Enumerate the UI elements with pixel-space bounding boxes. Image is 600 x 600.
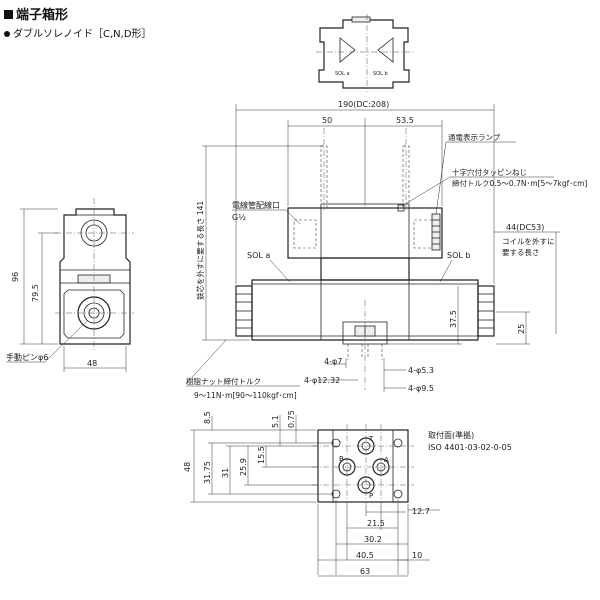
page-subtitle: ダブルソレノイド［C,N,D形］	[4, 25, 152, 40]
dim-48-base: 48	[183, 462, 192, 472]
top-view-notch-left	[339, 37, 356, 63]
sol-a-top-label: SOL a	[335, 71, 350, 77]
mounting-view: T B A P 取付面(準拠) ISO 4401-03-02-0-05 48 8…	[183, 410, 512, 577]
circle-bullet-icon	[4, 31, 10, 37]
side-view: 96 79.5 48 手動ピンφ6	[6, 198, 134, 372]
dim-31: 31	[221, 468, 230, 478]
dim-50: 50	[322, 116, 332, 125]
port-p-label: P	[369, 492, 373, 500]
solenoid-upper	[320, 257, 410, 281]
nut-torque-label-2: 9～11N･m[90～110kgf･cm]	[194, 391, 297, 400]
page-title: 端子箱形	[4, 4, 68, 23]
nut-torque-label-1: 樹脂ナット締付トルク	[186, 376, 261, 386]
dim-5-1: 5.1	[271, 415, 280, 428]
dim-21-5: 21.5	[367, 519, 385, 528]
coil-note-2: 要する長さ	[502, 248, 540, 257]
dim-0-75: 0.75	[287, 410, 296, 428]
core-remove-note: 鉄芯を外すに要する長さ 141	[195, 201, 205, 300]
mounting-plate	[317, 429, 409, 503]
dim-53-5: 53.5	[396, 116, 414, 125]
port-a-label: A	[384, 456, 389, 464]
dim-8-5: 8.5	[203, 411, 212, 424]
top-view: SOL a SOL b	[316, 14, 414, 92]
coil-note-1: コイルを外すに	[502, 236, 555, 246]
mounting-ref-1: 取付面(準拠)	[428, 430, 474, 440]
dim-63: 63	[360, 567, 370, 576]
dim-79-5: 79.5	[31, 284, 40, 302]
dim-4-phi7: 4-φ7	[324, 357, 342, 366]
side-view-solenoid-face	[63, 289, 125, 339]
dim-15-5: 15.5	[257, 446, 266, 464]
square-bullet-icon	[4, 10, 13, 19]
screw-label: 十字穴付タッピンねじ	[452, 167, 527, 177]
port-t-label: T	[368, 435, 374, 443]
dim-10: 10	[412, 551, 422, 560]
top-view-outline	[318, 19, 410, 89]
dim-37-5: 37.5	[449, 310, 458, 328]
sol-b-top-label: SOL b	[373, 71, 388, 77]
dim-40-5: 40.5	[356, 551, 374, 560]
mounting-ref-2: ISO 4401-03-02-0-05	[428, 443, 512, 452]
front-view: SOL a SOL b 190(DC:208) 50 53.5 鉄芯を外すに要す…	[185, 100, 587, 400]
bolt-hole-2	[393, 438, 403, 448]
dim-30-2: 30.2	[364, 535, 382, 544]
dim-4-phi12-32: 4-φ12.32	[304, 376, 340, 385]
bolt-hole-4	[393, 489, 403, 499]
conduit-label: 電線管配線口	[232, 200, 280, 210]
sol-b-label: SOL b	[447, 251, 470, 260]
dim-25: 25	[517, 324, 526, 334]
terminal-box	[287, 207, 443, 259]
dim-44-dc53: 44(DC53)	[506, 223, 544, 232]
dim-4-phi5-3: 4-φ5.3	[408, 366, 434, 375]
dim-12-7: 12.7	[412, 507, 430, 516]
screw-torque-label: 締付トルク0.5～0.7N･m[5～7kgf･cm]	[452, 178, 587, 188]
top-view-lamp	[351, 16, 371, 23]
dim-overall-length: 190(DC:208)	[338, 100, 389, 109]
port-b-label: B	[339, 455, 344, 463]
dim-31-75: 31.75	[203, 461, 212, 484]
manual-pin-label: 手動ピンφ6	[6, 352, 48, 362]
dim-25-9: 25.9	[239, 458, 248, 476]
top-view-notch-right	[377, 37, 394, 63]
dim-96: 96	[11, 272, 20, 282]
page-subtitle-text: ダブルソレノイド［C,N,D形］	[13, 29, 152, 40]
side-view-cap	[75, 208, 115, 216]
lamp-label: 通電表示ランプ	[448, 132, 501, 142]
dim-4-phi9-5: 4-φ9.5	[408, 384, 434, 393]
page-title-text: 端子箱形	[16, 8, 69, 23]
sol-a-label: SOL a	[247, 251, 270, 260]
conduit-size-label: G½	[232, 213, 246, 222]
dim-48-side: 48	[87, 359, 97, 368]
